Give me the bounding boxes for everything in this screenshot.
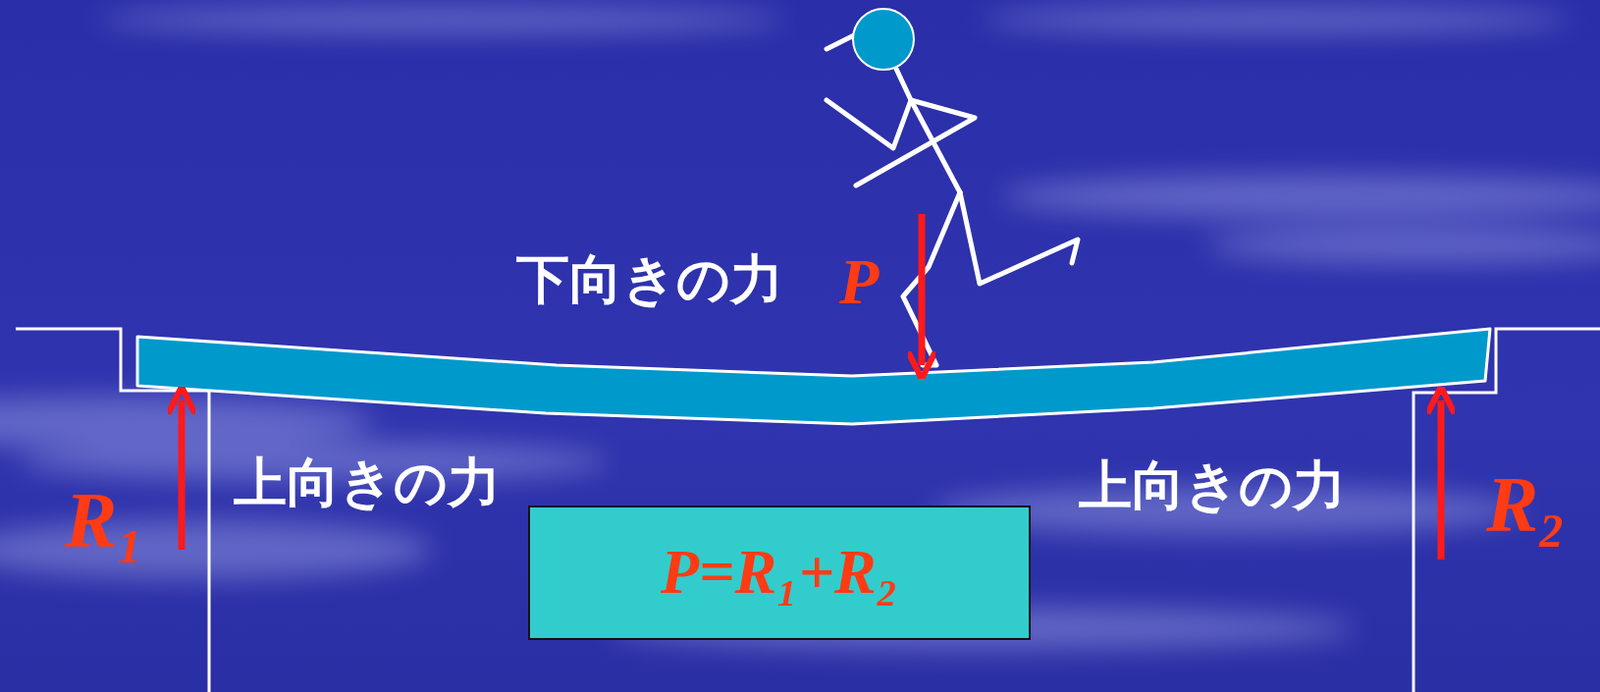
runner-figure: [826, 33, 1078, 366]
force-symbol: P: [839, 249, 879, 315]
down-force-arrow: [918, 213, 926, 366]
force-label: 上向きの力: [233, 456, 501, 510]
cloud-streaks: [0, 5, 1600, 650]
beam: [137, 328, 1491, 425]
force-symbol: R₁: [64, 480, 145, 560]
right-reaction-arrow: [1438, 400, 1445, 560]
formula-box: P=R₁+R₂: [528, 505, 1031, 640]
formula-text: P=R₁+R₂: [660, 537, 899, 607]
force-symbol: R₂: [1486, 465, 1566, 544]
left-reaction-arrow: [178, 400, 186, 550]
runner-head: [853, 8, 914, 70]
force-label: 上向きの力: [1078, 459, 1346, 513]
force-label: 下向きの力: [516, 253, 784, 307]
